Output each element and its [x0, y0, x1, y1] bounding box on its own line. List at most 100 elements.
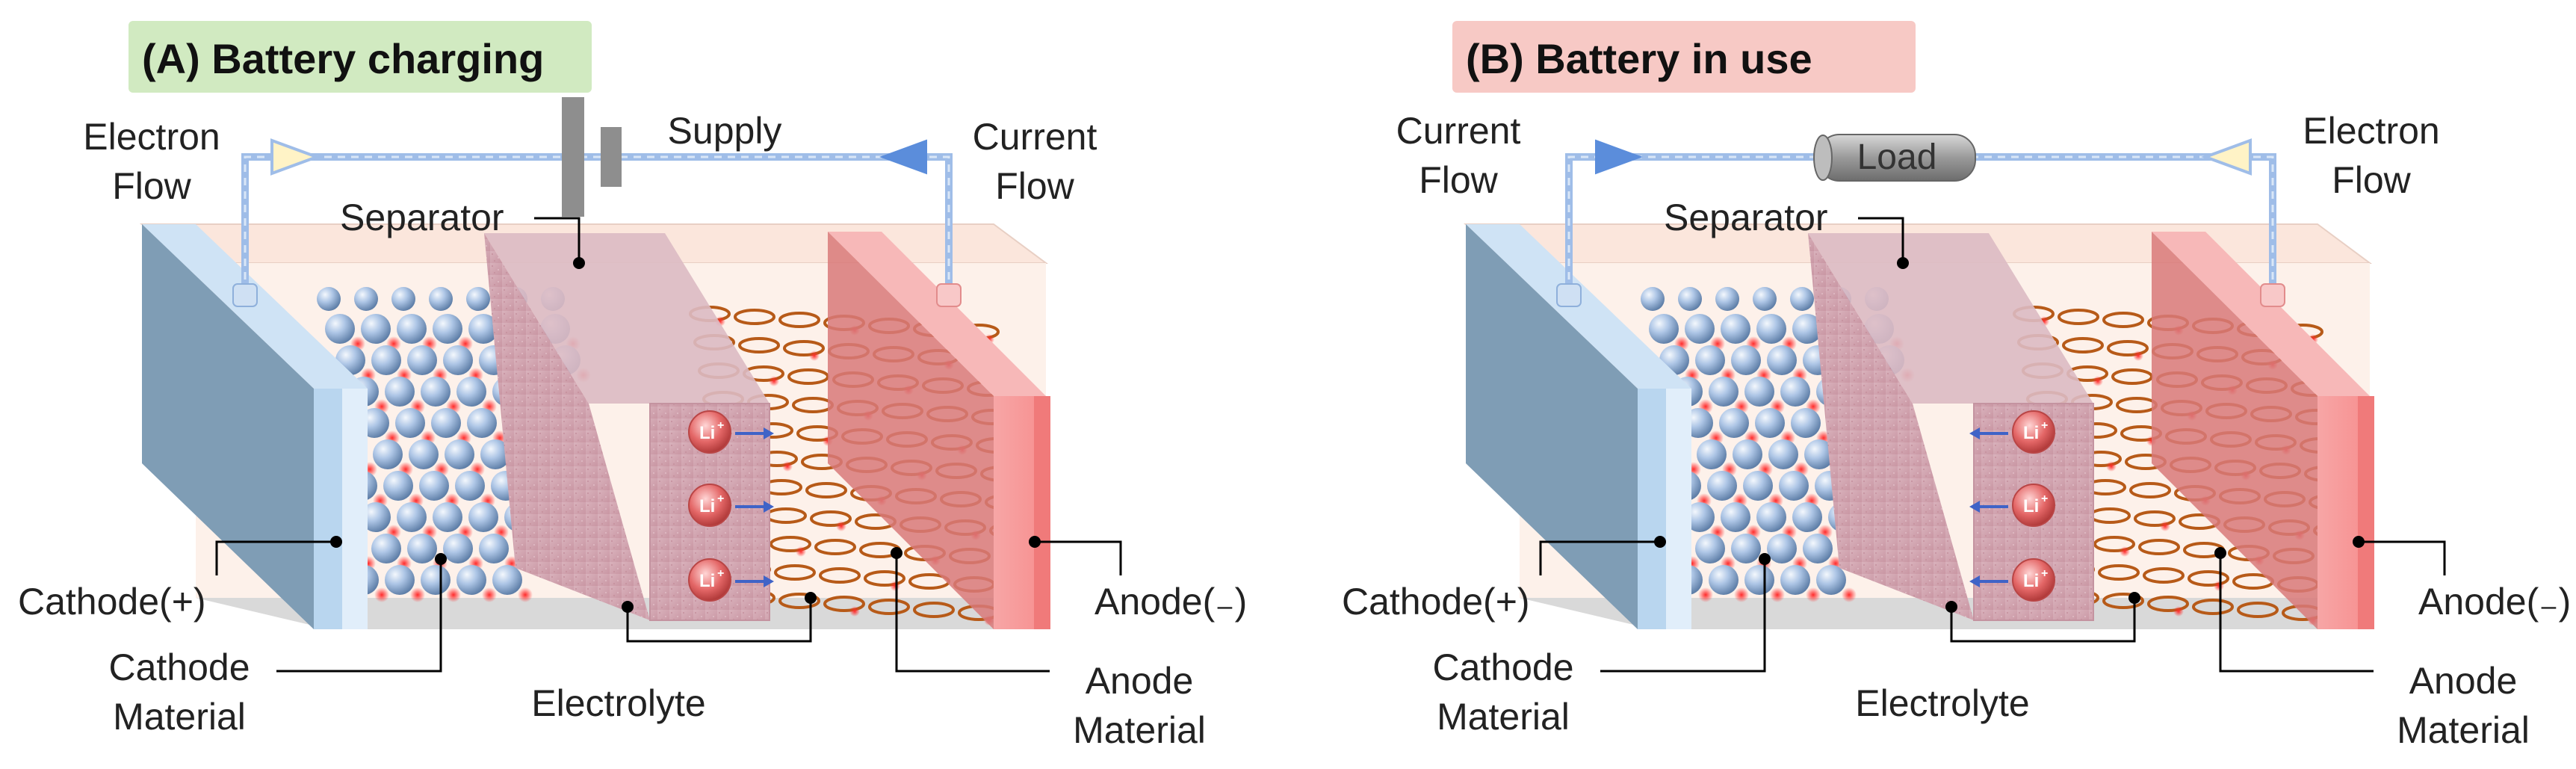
- anode-face: [994, 396, 1046, 629]
- current-flow-arrow: [1595, 139, 1643, 175]
- cathode-sphere: [1733, 439, 1762, 469]
- separator-top-face: [484, 233, 770, 404]
- anode-material-label-line1: Anode: [2409, 660, 2518, 702]
- cathode-sphere: [421, 377, 451, 407]
- top-left-label-line2: Flow: [112, 165, 191, 207]
- cathode-sphere: [1719, 408, 1749, 438]
- cathode-sphere: [1695, 345, 1725, 375]
- anode-top-edge: [2152, 232, 2370, 396]
- anode-material-label-line2: Material: [2397, 709, 2530, 751]
- cathode-material-label-line1: Cathode: [108, 646, 250, 688]
- cathode-material-label-line1: Cathode: [1432, 646, 1573, 688]
- cathode-material-leader: [276, 559, 442, 673]
- cathode-sphere: [1792, 314, 1822, 344]
- lithium-dot: [1770, 587, 1785, 602]
- anode-ring: [783, 340, 825, 356]
- cathode-sphere: [1803, 534, 1833, 563]
- anode-ring: [774, 564, 816, 581]
- cathode-sphere: [456, 377, 486, 407]
- cathode-leader: [1539, 540, 1660, 575]
- cathode-sphere: [1779, 471, 1809, 501]
- anode-ring: [2129, 482, 2171, 498]
- cathode-sphere: [1731, 345, 1761, 375]
- panel-title: (B) Battery in use: [1466, 35, 1812, 82]
- anode-ring: [2188, 570, 2229, 587]
- cathode-material-leader: [1600, 559, 1766, 673]
- cathode-sphere: [1756, 502, 1786, 532]
- electrolyte-leader-dot-left: [622, 601, 634, 613]
- anode-ring: [2102, 593, 2144, 609]
- lithium-ion: [688, 410, 731, 454]
- cathode-sphere: [1744, 565, 1774, 595]
- cathode-sphere: [1790, 287, 1814, 311]
- lithium-dot: [1842, 587, 1857, 602]
- cathode-sphere: [1804, 439, 1834, 469]
- cathode-sphere: [409, 439, 439, 469]
- anode-ring: [810, 510, 852, 527]
- anode-ring: [2143, 567, 2185, 584]
- panel-in-use: (B) Battery in useLi+Li+Li+LoadCurrentFl…: [1342, 21, 2571, 751]
- ion-arrowhead: [1969, 575, 1980, 587]
- anode-ring: [2107, 340, 2149, 356]
- separator-block: [1808, 233, 2094, 621]
- cathode-material-leader-dot: [435, 553, 447, 565]
- lithium-ions: Li+Li+Li+: [688, 410, 774, 602]
- cathode-sphere: [492, 565, 522, 595]
- lithium-dot: [446, 587, 461, 602]
- lithium-dot: [890, 581, 900, 591]
- cathode-sphere: [1753, 287, 1777, 311]
- electrolyte-label: Electrolyte: [531, 682, 705, 724]
- cathode-sphere: [1731, 534, 1761, 563]
- top-right-label-line2: Flow: [995, 165, 1074, 207]
- lithium-dot: [518, 587, 533, 602]
- lithium-dot: [769, 376, 779, 386]
- lithium-ion: [688, 558, 731, 602]
- cathode-leader: [215, 540, 336, 575]
- separator-label: Separator: [340, 197, 504, 238]
- cathode-sphere: [1756, 314, 1786, 344]
- cathode-terminal: [232, 283, 258, 307]
- cathode-material-leader-dot: [1759, 553, 1771, 565]
- cathode-sphere: [373, 439, 403, 469]
- cathode-label: Cathode(+): [1342, 581, 1530, 623]
- cathode-face: [142, 224, 314, 629]
- ion-arrowhead: [1969, 501, 1980, 513]
- cathode-sphere: [397, 314, 427, 344]
- electrolyte-leader-dot-left: [1945, 601, 1957, 613]
- cathode-sphere: [407, 534, 437, 563]
- top-left-label-line1: Electron: [83, 116, 220, 158]
- cathode-sphere: [429, 287, 453, 311]
- lithium-ion: [2012, 558, 2055, 602]
- anode-ring: [2192, 599, 2234, 615]
- ion-charge: +: [2041, 492, 2048, 505]
- ion-label: Li: [699, 571, 715, 591]
- cathode-sphere: [443, 534, 473, 563]
- anode-face: [2318, 396, 2370, 629]
- anode-ring: [2062, 337, 2104, 353]
- cathode-material-label-line2: Material: [1437, 696, 1570, 738]
- anode-side-face: [828, 232, 994, 629]
- external-circuit: Load: [1556, 134, 2285, 307]
- top-right-label-line1: Current: [973, 116, 1097, 158]
- ion-arrowhead: [764, 575, 774, 587]
- cathode-sphere: [456, 565, 486, 595]
- cathode-sphere: [431, 408, 461, 438]
- title-highlight: [129, 21, 592, 93]
- anode-leader: [1035, 540, 1122, 575]
- cathode-side-edge: [1638, 389, 1666, 629]
- cathode-sphere: [385, 565, 415, 595]
- anode-material-leader-dot: [2214, 547, 2226, 559]
- cathode-sphere: [317, 287, 341, 311]
- cathode-sphere: [371, 345, 401, 375]
- cathode-inner-edge: [1666, 389, 1691, 629]
- anode-ring: [2058, 309, 2099, 325]
- cathode-sphere: [361, 314, 391, 344]
- anode-ring: [819, 567, 861, 584]
- anode-terminal: [2260, 283, 2285, 307]
- electron-flow-arrow: [2201, 138, 2252, 176]
- ion-charge: +: [717, 492, 724, 505]
